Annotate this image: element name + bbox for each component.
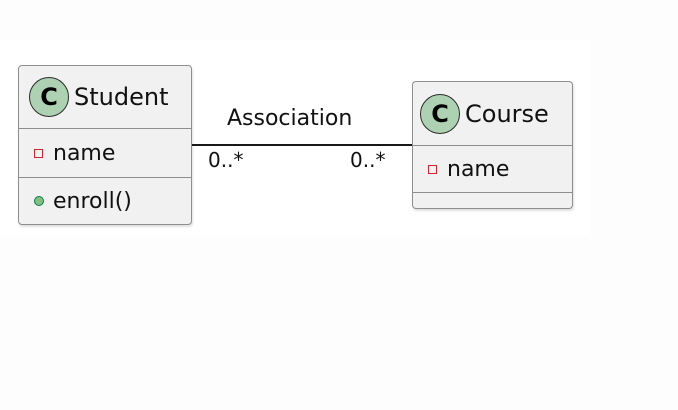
class-course[interactable]: C Course name bbox=[412, 81, 573, 209]
class-name: Course bbox=[465, 99, 549, 128]
operation-item: enroll() bbox=[19, 189, 132, 214]
class-course-header: C Course bbox=[413, 82, 572, 146]
attribute-item: name bbox=[413, 157, 509, 182]
attribute-item: name bbox=[19, 141, 115, 166]
operation-label: enroll() bbox=[53, 188, 132, 214]
class-stereotype-icon: C bbox=[29, 77, 69, 117]
operations-compartment bbox=[413, 193, 572, 207]
public-visibility-icon bbox=[34, 196, 44, 206]
private-visibility-icon bbox=[34, 148, 43, 158]
class-name: Student bbox=[74, 83, 169, 111]
class-student[interactable]: C Student name enroll() bbox=[18, 65, 192, 225]
association-label: Association bbox=[227, 106, 353, 131]
attribute-label: name bbox=[447, 156, 510, 182]
private-visibility-icon bbox=[428, 164, 437, 174]
attribute-label: name bbox=[53, 140, 116, 166]
attributes-compartment: name bbox=[19, 129, 191, 178]
operations-compartment: enroll() bbox=[19, 178, 191, 224]
attributes-compartment: name bbox=[413, 146, 572, 193]
target-multiplicity-label: 0..* bbox=[350, 148, 386, 172]
source-multiplicity-label: 0..* bbox=[208, 148, 244, 172]
class-stereotype-icon: C bbox=[420, 93, 460, 134]
class-student-header: C Student bbox=[19, 66, 191, 129]
association-line[interactable] bbox=[192, 144, 413, 146]
